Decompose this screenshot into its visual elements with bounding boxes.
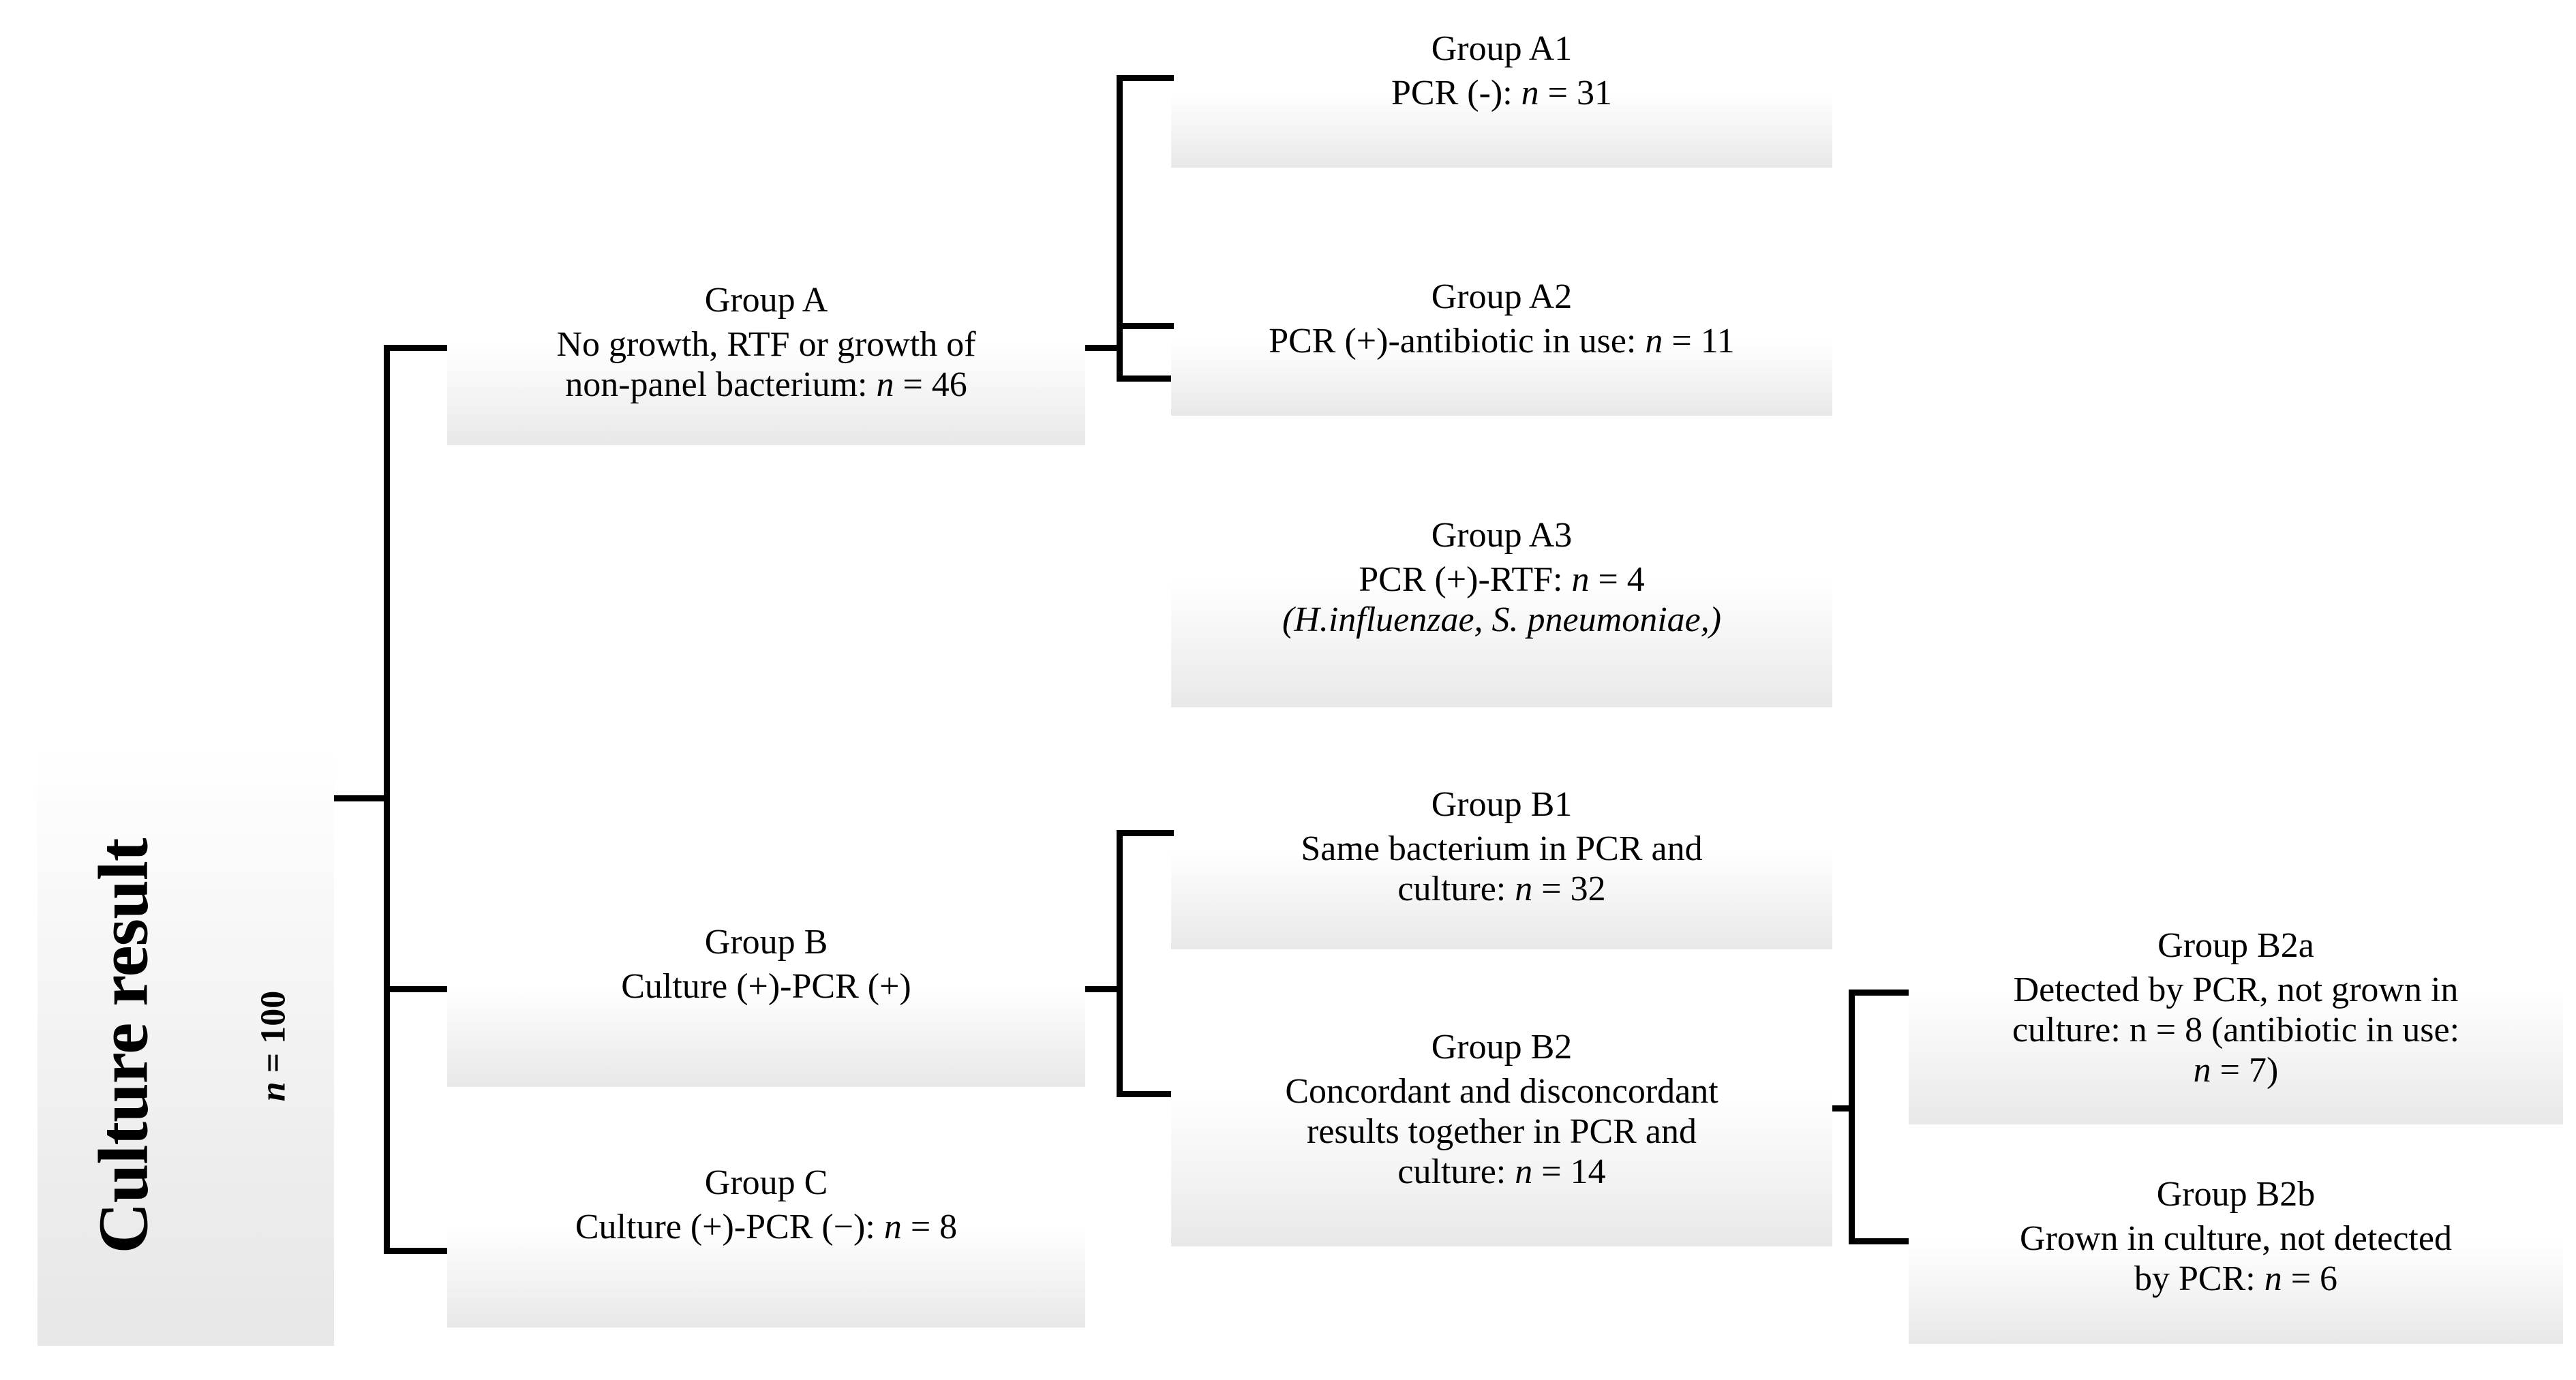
node-group-a-line2: non-panel bacterium: n = 46 — [453, 365, 1080, 405]
connector-to-group-a2 — [1117, 323, 1174, 329]
node-group-b2a-n-value: = 7) — [2211, 1050, 2279, 1090]
node-group-a3-line2: (H.influenzae, S. pneumoniae,) — [1177, 600, 1827, 641]
connector-b2-out — [1832, 1105, 1851, 1111]
node-group-c-line1: Culture (+)-PCR (−): n = 8 — [453, 1208, 1080, 1248]
node-group-a3-line1-pre: PCR (+)-RTF: — [1359, 560, 1572, 599]
node-group-c-line1-pre: Culture (+)-PCR (−): — [575, 1208, 884, 1246]
root-n-symbol: n — [254, 1082, 292, 1102]
node-group-b2b-line1: Grown in culture, not detected — [2020, 1219, 2452, 1258]
node-group-b1-body: Same bacterium in PCR and culture: n = 3… — [1177, 829, 1827, 910]
node-group-b2b-title: Group B2b — [2156, 1175, 2316, 1214]
node-group-b2a-line1: Detected by PCR, not grown in — [2013, 970, 2459, 1009]
connector-to-group-a3 — [1117, 375, 1174, 382]
node-group-a[interactable]: Group A No growth, RTF or growth of non-… — [447, 283, 1085, 445]
node-group-b2-line1: Concordant and disconcordant — [1285, 1072, 1718, 1111]
node-group-a2-title: Group A2 — [1431, 277, 1573, 316]
node-group-a3-n-value: = 4 — [1589, 560, 1645, 599]
connector-to-group-b1 — [1117, 830, 1174, 836]
node-group-c[interactable]: Group C Culture (+)-PCR (−): n = 8 — [447, 1165, 1085, 1328]
node-group-b-title: Group B — [704, 923, 828, 962]
node-group-b2b-body: Grown in culture, not detected by PCR: n… — [1914, 1219, 2558, 1300]
node-group-b2-n-value: = 14 — [1532, 1152, 1606, 1191]
node-group-a2[interactable]: Group A2 PCR (+)-antibiotic in use: n = … — [1171, 279, 1832, 416]
node-group-b1[interactable]: Group B1 Same bacterium in PCR and cultu… — [1171, 787, 1832, 949]
node-group-b2b-line2: by PCR: n = 6 — [1914, 1259, 2558, 1300]
node-group-a2-line1: PCR (+)-antibiotic in use: n = 11 — [1177, 322, 1827, 362]
node-group-b1-line1: Same bacterium in PCR and — [1301, 829, 1703, 868]
node-group-b1-title: Group B1 — [1431, 785, 1573, 824]
node-group-b-line1: Culture (+)-PCR (+) — [621, 967, 911, 1006]
node-group-a1-n-symbol: n — [1521, 74, 1539, 112]
node-group-b2-body: Concordant and disconcordant results tog… — [1177, 1072, 1827, 1192]
node-group-b2a-line2: culture: n = 8 (antibiotic in use: — [2012, 1010, 2460, 1049]
connector-a-spine — [1117, 75, 1123, 382]
node-group-a3-body: PCR (+)-RTF: n = 4 (H.influenzae, S. pne… — [1177, 560, 1827, 641]
node-group-c-body: Culture (+)-PCR (−): n = 8 — [453, 1208, 1080, 1248]
node-group-b-body: Culture (+)-PCR (+) — [453, 967, 1080, 1007]
node-group-a-n-symbol: n — [876, 365, 894, 404]
node-group-b2b[interactable]: Group B2b Grown in culture, not detected… — [1909, 1177, 2563, 1344]
connector-to-group-b2 — [1117, 1091, 1174, 1097]
node-group-a1[interactable]: Group A1 PCR (-): n = 31 — [1171, 31, 1832, 168]
connector-b2-spine — [1849, 990, 1855, 1244]
node-group-a2-n-symbol: n — [1645, 322, 1663, 361]
root-n-value: = 100 — [254, 990, 292, 1082]
connector-main-spine — [384, 345, 390, 1254]
node-group-b1-line2-pre: culture: — [1397, 869, 1515, 908]
root-label: Culture result — [84, 838, 162, 1254]
node-group-b[interactable]: Group B Culture (+)-PCR (+) — [447, 925, 1085, 1087]
node-group-a-line1: No growth, RTF or growth of — [556, 325, 976, 364]
node-group-a1-body: PCR (-): n = 31 — [1177, 74, 1827, 114]
node-group-a3-line1: PCR (+)-RTF: n = 4 — [1177, 560, 1827, 600]
node-group-b2a-body: Detected by PCR, not grown in culture: n… — [1914, 970, 2558, 1090]
node-group-c-title: Group C — [704, 1163, 828, 1202]
connector-b-out — [1085, 986, 1123, 992]
node-group-a-body: No growth, RTF or growth of non-panel ba… — [453, 325, 1080, 405]
node-group-b2a[interactable]: Group B2a Detected by PCR, not grown in … — [1909, 928, 2563, 1124]
node-group-b2-n-symbol: n — [1515, 1152, 1533, 1191]
connector-to-group-b — [384, 986, 449, 992]
node-group-b1-n-symbol: n — [1515, 869, 1533, 908]
node-group-b2-title: Group B2 — [1431, 1028, 1573, 1067]
node-group-c-n-symbol: n — [883, 1208, 902, 1246]
node-group-b2a-line3: n = 7) — [1914, 1051, 2558, 1091]
node-group-a3-organisms: (H.influenzae, S. pneumoniae,) — [1282, 600, 1722, 639]
connector-to-group-b2b — [1849, 1238, 1911, 1244]
connector-b-spine — [1117, 830, 1123, 1097]
node-group-b1-line2: culture: n = 32 — [1177, 870, 1827, 910]
root-sample-size: n = 100 — [253, 991, 293, 1102]
node-group-b2a-n-symbol: n — [2193, 1050, 2211, 1090]
node-group-a3-title: Group A3 — [1431, 516, 1573, 555]
connector-to-group-b2a — [1849, 990, 1911, 996]
node-group-a1-line1: PCR (-): n = 31 — [1177, 74, 1827, 114]
node-group-a-line2-pre: non-panel bacterium: — [565, 365, 877, 404]
node-culture-result[interactable]: Culture result n = 100 — [37, 746, 334, 1346]
node-group-a1-line1-pre: PCR (-): — [1391, 74, 1521, 112]
node-group-a2-n-value: = 11 — [1663, 322, 1735, 361]
node-group-b2b-line2-pre: by PCR: — [2134, 1259, 2264, 1298]
node-group-b2-line3: culture: n = 14 — [1177, 1152, 1827, 1193]
node-group-a1-n-value: = 31 — [1539, 74, 1612, 112]
node-group-b2-line3-pre: culture: — [1397, 1152, 1515, 1191]
node-group-a2-body: PCR (+)-antibiotic in use: n = 11 — [1177, 322, 1827, 362]
connector-to-group-a1 — [1117, 75, 1174, 81]
node-group-b2a-title: Group B2a — [2157, 926, 2314, 965]
node-group-a3[interactable]: Group A3 PCR (+)-RTF: n = 4 (H.influenza… — [1171, 518, 1832, 707]
node-group-b2-line2: results together in PCR and — [1307, 1111, 1697, 1151]
connector-to-group-c — [384, 1248, 449, 1254]
node-group-b1-n-value: = 32 — [1532, 869, 1606, 908]
connector-a-out — [1085, 345, 1123, 351]
node-group-a1-title: Group A1 — [1431, 29, 1573, 68]
node-group-b2[interactable]: Group B2 Concordant and disconcordant re… — [1171, 1030, 1832, 1246]
node-group-a2-line1-pre: PCR (+)-antibiotic in use: — [1269, 322, 1646, 361]
node-group-a-title: Group A — [704, 281, 828, 320]
node-group-c-n-value: = 8 — [901, 1208, 958, 1246]
connector-to-group-a — [384, 345, 449, 351]
node-group-b2b-n-value: = 6 — [2282, 1259, 2338, 1298]
node-group-a3-n-symbol: n — [1571, 560, 1590, 599]
connector-root-stub — [334, 795, 390, 801]
node-group-a-n-value: = 46 — [894, 365, 967, 404]
node-group-b2b-n-symbol: n — [2264, 1259, 2282, 1298]
